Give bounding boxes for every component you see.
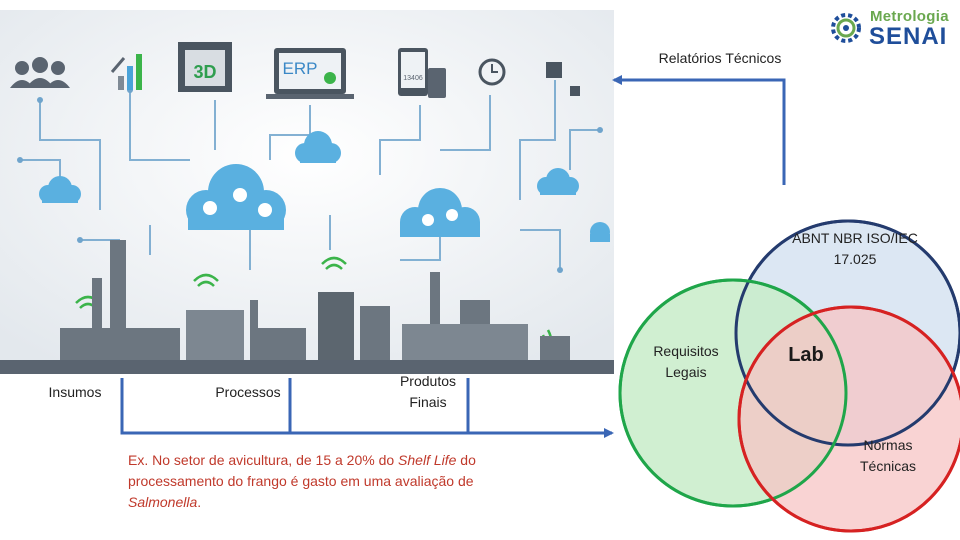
laptop-erp-icon: ERP	[266, 48, 354, 99]
svg-text:13406: 13406	[403, 75, 423, 82]
label-insumos: Insumos	[48, 384, 102, 400]
label-abnt: ABNT NBR ISO/IEC 17.025	[792, 230, 918, 267]
cloud-icon	[39, 176, 81, 203]
clock-icon	[478, 58, 506, 86]
factory-skyline	[0, 240, 614, 374]
label-lab: Lab	[788, 344, 824, 366]
people-icon	[10, 57, 70, 88]
label-processos: Processos	[215, 384, 281, 400]
logo-senai-text: SENAI	[869, 23, 948, 50]
metrologia-senai-logo: Metrologia SENAI	[826, 6, 956, 50]
example-note: Ex. No setor de avicultura, de 15 a 20% …	[128, 452, 476, 510]
label-requisitos-legais: Requisitos Legais	[653, 343, 719, 380]
printer-3d-icon: 3D	[178, 42, 232, 92]
logo-metrologia-text: Metrologia	[870, 8, 949, 25]
cloud-icon	[537, 168, 579, 195]
label-normas-tecnicas: Normas Técnicas	[859, 437, 917, 474]
phone-tablet-icon: 13406	[398, 48, 446, 98]
label-relatorios-tecnicos: Relatórios Técnicos	[658, 50, 782, 66]
growth-chart-icon	[110, 54, 142, 90]
industry-illustration: 3D ERP 13406	[0, 10, 614, 374]
svg-text:ERP: ERP	[283, 59, 318, 78]
flow-arrow-relatorios	[612, 75, 786, 185]
svg-text:3D: 3D	[193, 62, 216, 82]
gear-logo-icon	[831, 13, 861, 43]
gears-icon	[203, 188, 458, 226]
chip-icon	[546, 62, 580, 96]
label-produtos-finais: Produtos Finais	[399, 373, 457, 410]
flow-line-bottom	[120, 378, 614, 438]
cloud-icon	[590, 222, 610, 242]
cloud-icon	[295, 131, 341, 163]
